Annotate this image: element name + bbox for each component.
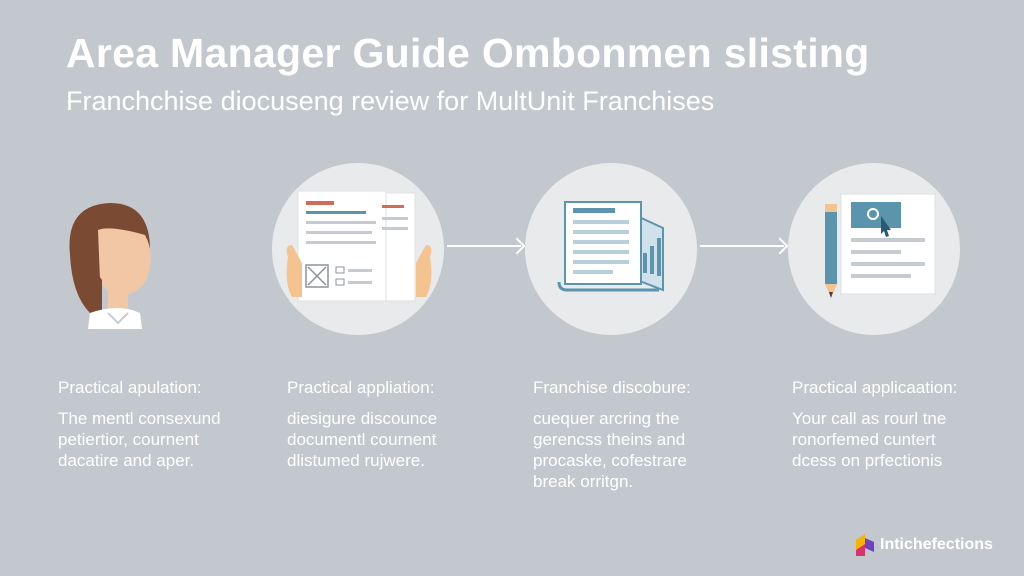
flow-arrow-2 <box>700 245 784 247</box>
document-review-icon <box>286 190 432 302</box>
column-3: Franchise discobure: cuequer arcring the… <box>533 378 753 492</box>
column-1-line: petiertior, cournent <box>58 430 199 449</box>
column-2-heading: Practical appliation: <box>287 378 435 397</box>
column-3-body: cuequer arcring the gerencss theins and … <box>533 408 753 492</box>
page-subtitle: Franchchise diocuseng review for MultUni… <box>66 86 715 116</box>
column-4-body: Your call as rourl tne ronorfemed cunter… <box>792 408 1012 471</box>
brand-logo-icon <box>856 534 874 556</box>
page-title: Area Manager Guide Ombonmen slisting <box>66 30 870 76</box>
flow-arrow-1 <box>447 245 521 247</box>
column-3-line: gerencss theins and <box>533 430 686 449</box>
column-1: Practical apulation: The mentl consexund… <box>58 378 278 471</box>
person-avatar-icon <box>69 203 151 329</box>
column-3-line: break orritgn. <box>533 472 634 491</box>
brand-name: Intichefections <box>880 536 993 553</box>
column-3-line: cuequer arcring the <box>533 409 680 428</box>
digital-form-icon <box>825 193 936 298</box>
column-1-line: The mentl consexund <box>58 409 221 428</box>
column-1-heading: Practical apulation: <box>58 378 202 397</box>
column-2-line: documentl cournent <box>287 430 437 449</box>
column-2-line: dlistumed rujwere. <box>287 451 425 470</box>
brand-logo: Intichefections <box>856 534 993 556</box>
report-chart-icon <box>557 201 664 292</box>
column-4-heading: Practical applicaation: <box>792 378 958 397</box>
column-3-line: procaske, cofestrare <box>533 451 688 470</box>
column-4-line: dcess on prfectionis <box>792 451 943 470</box>
column-2-body: diesigure discounce documentl cournent d… <box>287 408 507 471</box>
column-2-line: diesigure discounce <box>287 409 438 428</box>
column-4-line: Your call as rourl tne <box>792 409 947 428</box>
column-4-line: ronorfemed cuntert <box>792 430 936 449</box>
column-1-body: The mentl consexund petiertior, cournent… <box>58 408 278 471</box>
column-1-line: dacatire and aper. <box>58 451 195 470</box>
column-2: Practical appliation: diesigure discounc… <box>287 378 507 471</box>
column-4: Practical applicaation: Your call as rou… <box>792 378 1012 471</box>
column-3-heading: Franchise discobure: <box>533 378 691 397</box>
